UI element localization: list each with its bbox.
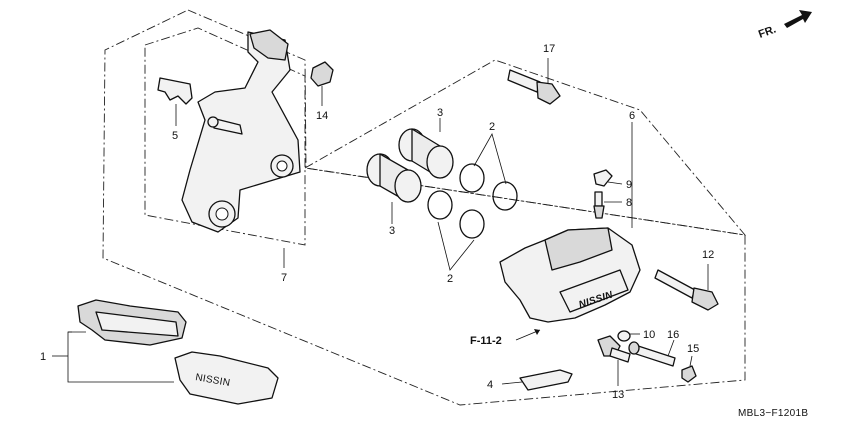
bleeder-screw-cap bbox=[593, 169, 613, 187]
part-label-5: 5 bbox=[172, 130, 178, 142]
caliper-pin-bolt bbox=[597, 335, 631, 363]
slide-pin bbox=[654, 269, 719, 311]
bracket-group-outline bbox=[102, 9, 746, 406]
part-label-13: 13 bbox=[612, 389, 624, 401]
bleeder-screw bbox=[593, 191, 605, 219]
reference-label: F-11-2 bbox=[470, 335, 502, 347]
part-label-3a: 3 bbox=[437, 107, 443, 119]
pad-spring-clip bbox=[157, 77, 193, 105]
part-label-12: 12 bbox=[702, 249, 714, 261]
part-label-4: 4 bbox=[487, 379, 493, 391]
part-label-6: 6 bbox=[629, 110, 635, 122]
caliper-piston-upper bbox=[398, 128, 454, 179]
pin-plug bbox=[681, 365, 697, 383]
part-label-8: 8 bbox=[626, 197, 632, 209]
front-direction-label: FR. bbox=[757, 23, 778, 40]
front-arrow-icon bbox=[784, 10, 812, 28]
pin-boot bbox=[617, 330, 631, 342]
part-label-9: 9 bbox=[626, 179, 632, 191]
part-label-10: 10 bbox=[643, 329, 655, 341]
leader-2b bbox=[437, 221, 475, 271]
pad-pin bbox=[628, 341, 676, 367]
caliper-bracket bbox=[181, 29, 301, 233]
part-label-16: 16 bbox=[667, 329, 679, 341]
leader-16 bbox=[667, 339, 675, 357]
bleeder-cap bbox=[310, 61, 334, 87]
caliper-body: NISSIN bbox=[499, 227, 641, 323]
leader-4 bbox=[501, 381, 523, 385]
part-label-14: 14 bbox=[316, 110, 328, 122]
leader-9 bbox=[607, 181, 623, 185]
part-label-1: 1 bbox=[40, 351, 46, 363]
brake-pad-rear bbox=[77, 299, 187, 346]
pad-retainer bbox=[519, 369, 573, 391]
part-label-2b: 2 bbox=[447, 273, 453, 285]
part-label-7: 7 bbox=[281, 272, 287, 284]
part-label-2a: 2 bbox=[489, 121, 495, 133]
part-label-15: 15 bbox=[687, 343, 699, 355]
leader-15 bbox=[689, 355, 693, 367]
diagram-code: MBL3−F1201B bbox=[738, 408, 808, 419]
bracket-inner-outline bbox=[144, 27, 306, 246]
caliper-piston-lower bbox=[366, 153, 422, 203]
brake-pad-front: NISSIN bbox=[174, 351, 279, 405]
leader-2a bbox=[473, 132, 507, 185]
piston-seal-set bbox=[427, 163, 518, 239]
mounting-bolt bbox=[507, 69, 561, 105]
part-label-3b: 3 bbox=[389, 225, 395, 237]
front-direction-indicator: FR. bbox=[757, 10, 812, 41]
reference-arrow-icon bbox=[534, 329, 540, 335]
part-label-17: 17 bbox=[543, 43, 555, 55]
